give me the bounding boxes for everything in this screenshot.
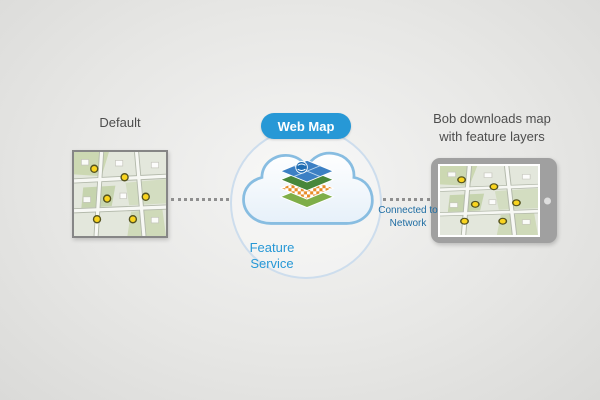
service-globe-glyph <box>295 161 308 174</box>
connected-to-network-label: Connected to Network <box>378 205 438 229</box>
tablet-camera-dot <box>544 197 551 204</box>
default-map-thumbnail <box>72 150 168 238</box>
left-dotted-connector <box>171 198 229 201</box>
right-dotted-connector <box>383 198 430 201</box>
default-label: Default <box>99 115 141 130</box>
map-image <box>74 152 166 236</box>
feature-layers-icon <box>276 158 338 225</box>
feature-service-label: Feature Service <box>249 240 295 272</box>
web-map-badge: Web Map <box>261 113 351 139</box>
tablet-icon <box>431 158 557 243</box>
map-image <box>440 166 538 235</box>
bob-downloads-label: Bob downloads map with feature layers <box>433 111 551 144</box>
tablet-screen-map <box>438 164 540 237</box>
